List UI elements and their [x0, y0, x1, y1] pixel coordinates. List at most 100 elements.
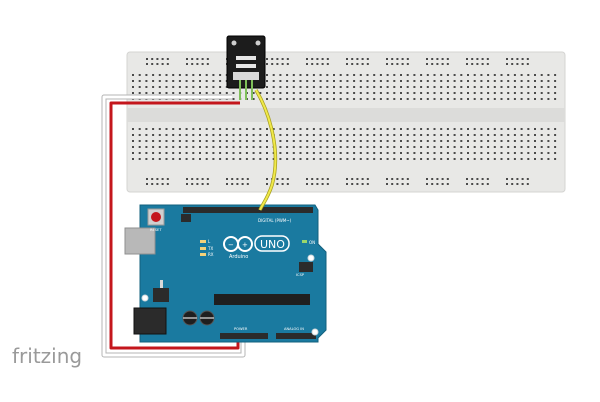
breadboard-rail-hole	[351, 63, 354, 65]
breadboard-terminal-hole	[272, 86, 275, 88]
breadboard-terminal-hole	[266, 74, 268, 76]
breadboard-rail-hole	[366, 178, 369, 180]
breadboard-rail-hole	[321, 183, 324, 185]
breadboard-terminal-hole	[286, 92, 289, 94]
breadboard-terminal-hole	[379, 158, 382, 160]
breadboard-terminal-hole	[547, 134, 550, 136]
breadboard-terminal-hole	[132, 146, 134, 148]
breadboard-rail-hole	[426, 58, 428, 60]
breadboard-terminal-hole	[212, 140, 215, 142]
breadboard-terminal-hole	[366, 140, 369, 142]
breadboard-terminal-hole	[373, 146, 376, 148]
breadboard-terminal-hole	[185, 80, 188, 82]
breadboard-terminal-hole	[420, 140, 423, 142]
breadboard-terminal-hole	[513, 134, 516, 136]
breadboard-terminal-hole	[326, 92, 329, 94]
breadboard-rail-hole	[166, 183, 169, 185]
breadboard-terminal-hole	[520, 146, 523, 148]
breadboard-rail-hole	[196, 58, 199, 60]
breadboard-terminal-hole	[306, 152, 309, 154]
breadboard-rail-hole	[206, 63, 209, 65]
breadboard	[126, 51, 566, 193]
breadboard-rail-hole	[526, 183, 529, 185]
breadboard-terminal-hole	[152, 140, 155, 142]
breadboard-terminal-hole	[145, 128, 148, 130]
breadboard-terminal-hole	[312, 128, 315, 130]
breadboard-terminal-hole	[453, 152, 456, 154]
breadboard-terminal-hole	[480, 80, 483, 82]
breadboard-terminal-hole	[138, 74, 141, 76]
breadboard-terminal-hole	[473, 92, 476, 94]
breadboard-terminal-hole	[299, 98, 302, 100]
breadboard-terminal-hole	[192, 158, 195, 160]
breadboard-terminal-hole	[212, 92, 215, 94]
breadboard-rail-hole	[466, 58, 468, 60]
breadboard-holes	[132, 58, 557, 185]
breadboard-terminal-hole	[493, 152, 496, 154]
breadboard-terminal-hole	[266, 152, 268, 154]
breadboard-rail-hole	[516, 183, 519, 185]
breadboard-rail-hole	[281, 183, 284, 185]
breadboard-terminal-hole	[534, 146, 536, 148]
breadboard-terminal-hole	[420, 146, 423, 148]
breadboard-terminal-hole	[547, 92, 550, 94]
breadboard-terminal-hole	[413, 152, 416, 154]
breadboard-terminal-hole	[406, 98, 409, 100]
breadboard-terminal-hole	[225, 158, 228, 160]
breadboard-terminal-hole	[185, 74, 188, 76]
breadboard-terminal-hole	[359, 80, 362, 82]
breadboard-rail-hole	[286, 183, 289, 185]
led-l	[200, 240, 206, 243]
breadboard-terminal-hole	[366, 134, 369, 136]
breadboard-terminal-hole	[507, 92, 510, 94]
breadboard-rail-hole	[241, 183, 244, 185]
reset-button-cap[interactable]	[151, 212, 161, 222]
breadboard-terminal-hole	[433, 158, 436, 160]
sensor-component-2	[236, 64, 256, 68]
breadboard-rail-hole	[276, 58, 279, 60]
breadboard-terminal-hole	[393, 80, 396, 82]
breadboard-rail-hole	[481, 178, 484, 180]
breadboard-terminal-hole	[493, 128, 496, 130]
breadboard-rail-hole	[436, 178, 439, 180]
breadboard-rail-hole	[426, 63, 428, 65]
breadboard-terminal-hole	[366, 152, 369, 154]
breadboard-rail-hole	[361, 183, 364, 185]
breadboard-terminal-hole	[145, 158, 148, 160]
breadboard-terminal-hole	[473, 146, 476, 148]
breadboard-terminal-hole	[500, 80, 503, 82]
breadboard-terminal-hole	[426, 152, 429, 154]
breadboard-rail-hole	[511, 58, 514, 60]
breadboard-terminal-hole	[467, 152, 469, 154]
breadboard-terminal-hole	[339, 74, 342, 76]
breadboard-rail-hole	[466, 183, 468, 185]
breadboard-terminal-hole	[467, 128, 469, 130]
breadboard-rail-hole	[146, 178, 148, 180]
breadboard-terminal-hole	[145, 140, 148, 142]
breadboard-terminal-hole	[413, 92, 416, 94]
usb-connector	[124, 227, 156, 255]
breadboard-terminal-hole	[192, 92, 195, 94]
breadboard-terminal-hole	[373, 152, 376, 154]
breadboard-terminal-hole	[520, 98, 523, 100]
brand-text: Arduino	[229, 254, 248, 260]
breadboard-rail-hole	[396, 58, 399, 60]
breadboard-terminal-hole	[319, 98, 322, 100]
breadboard-terminal-hole	[540, 80, 543, 82]
breadboard-terminal-hole	[353, 134, 356, 136]
breadboard-terminal-hole	[554, 140, 557, 142]
breadboard-terminal-hole	[487, 134, 490, 136]
breadboard-rail-hole	[156, 63, 159, 65]
breadboard-terminal-hole	[346, 98, 349, 100]
breadboard-terminal-hole	[554, 128, 557, 130]
breadboard-terminal-hole	[165, 74, 168, 76]
breadboard-terminal-hole	[540, 158, 543, 160]
breadboard-terminal-hole	[178, 140, 181, 142]
breadboard-terminal-hole	[400, 134, 402, 136]
mounting-hole	[311, 328, 319, 336]
breadboard-terminal-hole	[507, 146, 510, 148]
breadboard-terminal-hole	[359, 86, 362, 88]
breadboard-terminal-hole	[527, 146, 530, 148]
breadboard-rail-hole	[386, 183, 388, 185]
